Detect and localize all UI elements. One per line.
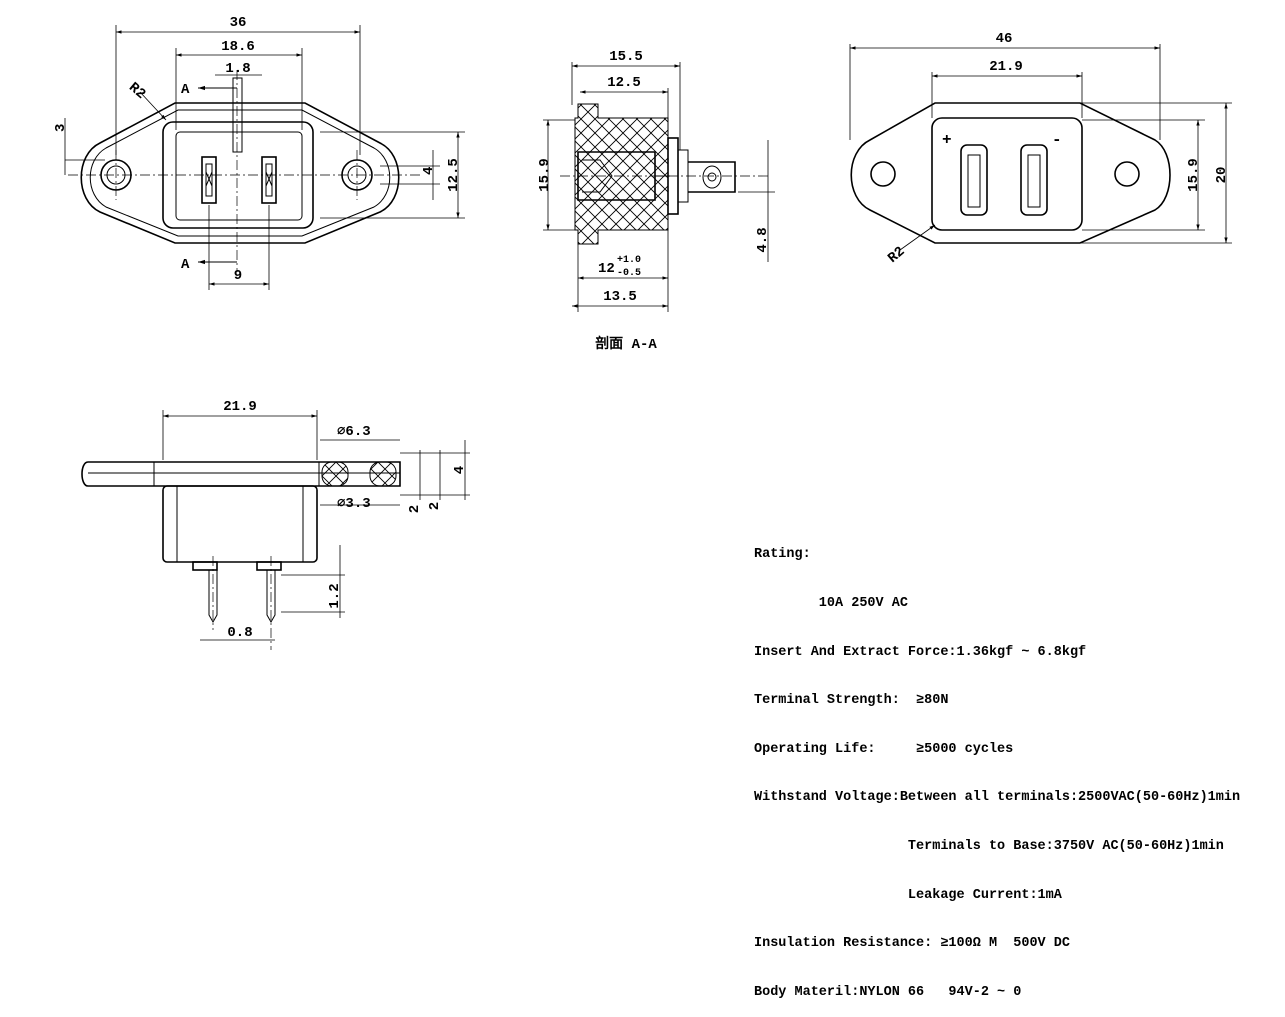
front-dim-36: 36 [230,15,247,31]
side-dim-2b: 2 [427,502,443,510]
spec-terminals-to-base: Terminals to Base:3750V AC(50-60Hz)1min [754,838,1224,854]
front-dim-9: 9 [234,268,242,284]
front-terminal-right-inner [265,163,273,197]
side-dim-2a: 2 [407,505,423,513]
front-terminal-left [201,156,217,204]
rear-terminal-minus [1020,144,1048,216]
technical-drawing: 36 18.6 1.8 R2 A A 3 4 12.5 9 [53,15,1232,650]
rear-body [931,117,1083,231]
section-dim-15-9: 15.9 [537,158,553,192]
section-dim-12: 12 [598,261,615,277]
front-dim-18-6: 18.6 [221,39,255,55]
front-flange-inner-outline [89,109,391,237]
section-caption: 剖面 A-A [595,335,657,353]
section-hatch-body [574,103,669,245]
front-section-mark-top: A [181,82,190,98]
front-terminal-right [261,156,277,204]
section-dim-tol-lower: -0.5 [617,268,641,279]
front-flange-outline [80,102,400,244]
side-pin-right [256,561,282,571]
rear-dim-21-9: 21.9 [989,59,1023,75]
section-cavity [577,151,656,201]
spec-operating-life: Operating Life: ≥5000 cycles [754,741,1014,757]
specifications-block: Rating: 10A 250V AC Insert And Extract F… [754,515,1240,1017]
rear-hole-left [870,161,896,187]
rear-view: + - 46 21.9 15.9 20 R2 [849,31,1232,267]
rear-plus-symbol: + [942,131,952,149]
section-dim-15-5: 15.5 [609,49,643,65]
rear-dim-r2: R2 [885,244,908,267]
side-dim-21-9: 21.9 [223,399,257,415]
section-terminal [688,161,736,193]
front-dim-3: 3 [53,124,69,132]
spec-rating-value: 10A 250V AC [754,596,908,611]
spec-insert-force: Insert And Extract Force:1.36kgf ~ 6.8kg… [754,644,1087,660]
side-dim-1-2: 1.2 [327,583,343,608]
rear-dim-20: 20 [1214,167,1230,184]
side-dim-4: 4 [452,466,468,474]
side-body [162,485,318,563]
side-hole-left-hatch [321,461,349,487]
spec-terminal-strength: Terminal Strength: ≥80N [754,693,949,709]
front-dim-1-8: 1.8 [225,61,250,77]
spec-rating: Rating: [754,547,811,563]
spec-insulation-resistance: Insulation Resistance: ≥100Ω M 500V DC [754,936,1070,952]
rear-dim-46: 46 [996,31,1013,47]
front-dim-r2: R2 [125,80,148,103]
front-dim-4: 4 [421,167,437,175]
side-dim-hole-inner: ∅3.3 [337,496,371,512]
side-pin-left [192,561,218,571]
rear-terminal-plus [960,144,988,216]
section-dim-4-8: 4.8 [755,227,771,252]
spec-body-material: Body Materil:NYLON 66 94V-2 ~ 0 [754,984,1022,1000]
rear-dim-15-9: 15.9 [1186,158,1202,192]
section-dim-tol-upper: +1.0 [617,255,641,266]
front-terminal-left-inner [205,163,213,197]
rear-flange-outline [850,102,1171,244]
side-dim-hole-outer: ∅6.3 [337,424,371,440]
spec-leakage-current: Leakage Current:1mA [754,887,1062,903]
side-flange [81,461,401,487]
rear-hole-right [1114,161,1140,187]
section-view: 15.5 12.5 15.9 4.8 12 +1.0 -0.5 13.5 剖面 … [537,49,775,353]
front-section-mark-bottom: A [181,257,190,273]
front-dim-12-5: 12.5 [446,158,462,192]
side-view: 21.9 ∅6.3 ∅3.3 4 2 2 1.2 0.8 [81,399,470,650]
spec-withstand-voltage: Withstand Voltage:Between all terminals:… [754,790,1241,806]
side-hole-right-hatch [369,461,397,487]
section-dim-13-5: 13.5 [603,289,637,305]
front-center-key [232,77,243,153]
rear-minus-symbol: - [1052,131,1062,149]
section-dim-12-5: 12.5 [607,75,641,91]
side-dim-0-8: 0.8 [227,625,252,641]
front-view: 36 18.6 1.8 R2 A A 3 4 12.5 9 [53,15,465,290]
front-body-inner [175,131,303,221]
